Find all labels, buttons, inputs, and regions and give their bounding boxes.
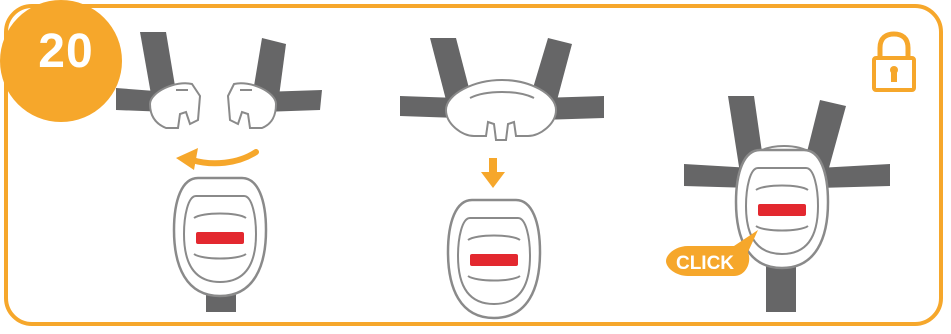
left-shoulder-strap: [140, 32, 176, 100]
curved-arrow-left-icon: [176, 148, 259, 170]
joined-buckle-tongues: [444, 78, 558, 141]
lock-icon: [872, 31, 916, 92]
panel-3: CLICK: [666, 96, 890, 312]
right-buckle-tongue: [226, 82, 278, 129]
step-frame: [4, 4, 943, 326]
buckle-housing: [734, 148, 830, 270]
arrow-down-icon: [481, 158, 505, 188]
click-callout: CLICK: [666, 230, 758, 276]
panel-2: [400, 38, 604, 320]
right-shoulder-strap: [530, 38, 572, 104]
buckle-housing: [172, 176, 268, 298]
click-label: CLICK: [676, 253, 734, 274]
left-lap-strap: [400, 96, 458, 118]
panel-1: [116, 32, 322, 312]
right-lap-strap: [262, 90, 322, 112]
left-lap-strap: [684, 164, 752, 188]
buckle-housing: [446, 198, 542, 320]
left-shoulder-strap: [430, 38, 470, 100]
step-badge: 20: [0, 0, 122, 122]
right-lap-strap: [818, 164, 890, 188]
left-buckle-tongue: [148, 82, 202, 129]
